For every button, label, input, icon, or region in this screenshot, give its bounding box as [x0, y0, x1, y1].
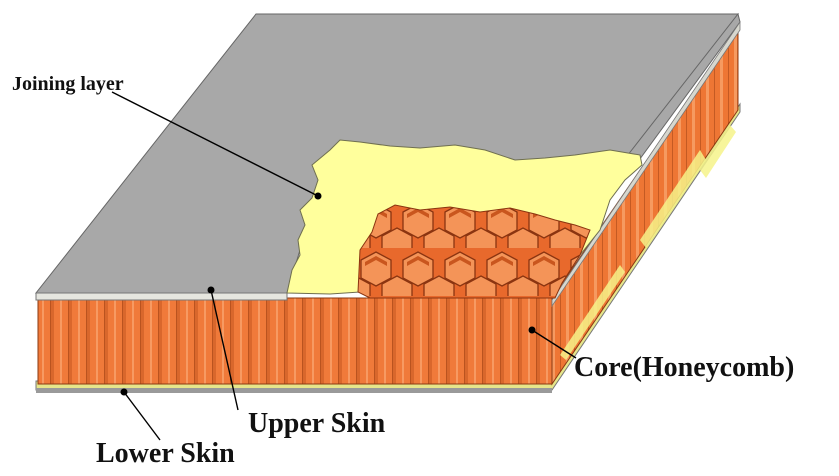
dot-joining: [315, 193, 322, 200]
core-front-face: [38, 298, 552, 384]
label-joining-layer: Joining layer: [12, 74, 124, 94]
upper-skin-front-edge: [36, 293, 287, 300]
dot-lower: [121, 389, 128, 396]
dot-core: [529, 327, 536, 334]
dot-upper: [208, 287, 215, 294]
label-core-honeycomb: Core(Honeycomb): [574, 354, 794, 382]
label-upper-skin: Upper Skin: [248, 410, 385, 438]
leader-lower: [124, 392, 160, 440]
label-lower-skin: Lower Skin: [96, 440, 235, 468]
lower-skin-bottom-edge: [36, 388, 552, 393]
